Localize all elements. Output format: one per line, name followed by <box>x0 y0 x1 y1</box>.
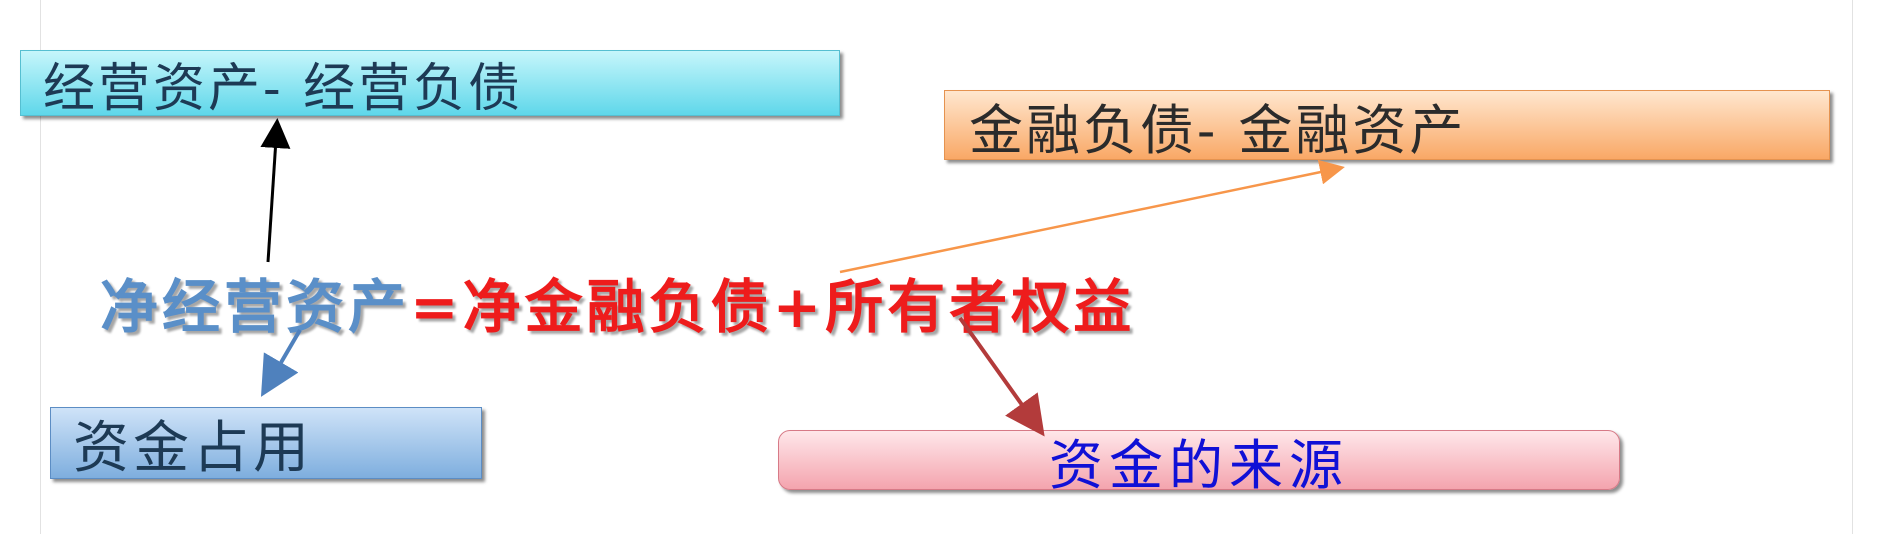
slide-left-edge <box>40 0 41 534</box>
arrow-to-financial-box <box>839 159 1345 274</box>
operating-assets-liabilities-box: 经营资产- 经营负债 <box>20 50 840 119</box>
financial-liabilities-assets-box: 金融负债- 金融资产 <box>944 90 1830 162</box>
financial-box-label: 金融负债- 金融资产 <box>969 98 1467 162</box>
capital-occupancy-box: 资金占用 <box>50 407 482 481</box>
net-operating-assets-equation: 净经营资产 =净金融负债+所有者权益 <box>100 262 1135 342</box>
arrow-to-operating-box <box>260 118 291 263</box>
capital-sources-box: 资金的来源 <box>778 430 1620 497</box>
equation-right-side: =净金融负债+所有者权益 <box>410 273 1136 341</box>
sources-box-label: 资金的来源 <box>1049 433 1349 497</box>
slide-right-edge <box>1852 0 1853 534</box>
equation-left-term: 净经营资产 <box>100 273 411 341</box>
operating-box-label: 经营资产- 经营负债 <box>43 58 524 119</box>
occupancy-box-label: 资金占用 <box>73 415 313 481</box>
